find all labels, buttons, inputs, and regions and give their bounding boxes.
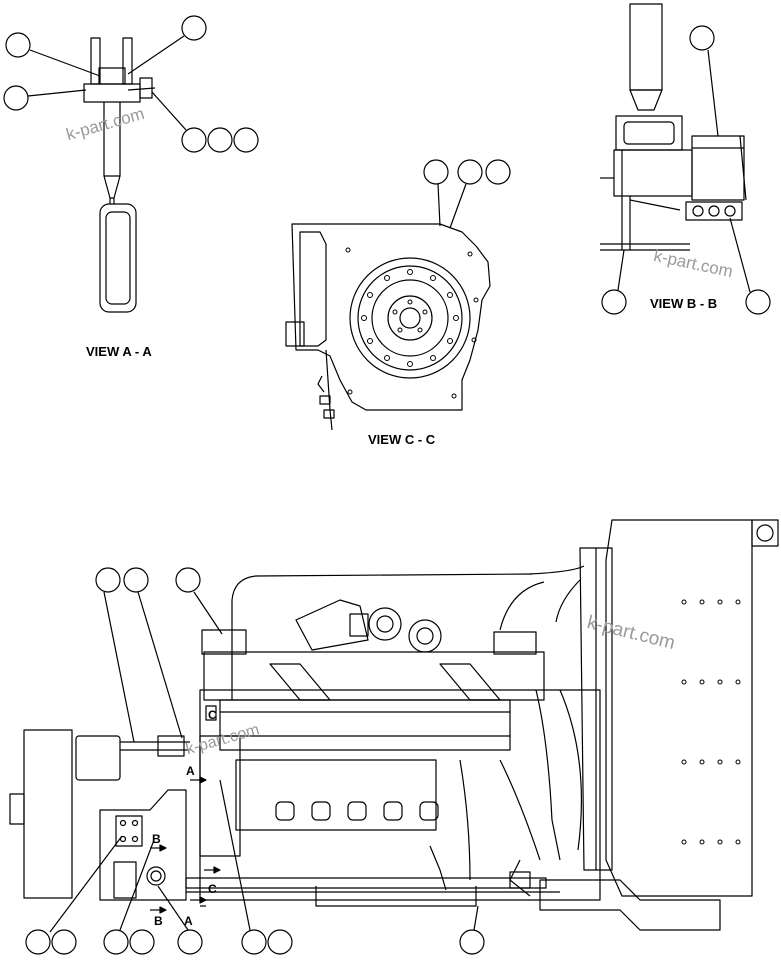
section-marker-c-top: C xyxy=(208,708,217,722)
callout-balloon xyxy=(177,929,203,955)
view-a-drawing xyxy=(3,15,259,313)
section-marker-c-bottom: C xyxy=(208,882,217,896)
callout-balloon xyxy=(457,159,483,185)
callout-balloon xyxy=(129,929,155,955)
view-c-caption: VIEW C - C xyxy=(368,432,436,447)
section-marker-a-bottom: A xyxy=(184,914,193,928)
view-b-caption: VIEW B - B xyxy=(650,296,718,311)
callout-balloon xyxy=(51,929,77,955)
view-c-drawing xyxy=(285,159,511,431)
callout-balloon xyxy=(689,25,715,51)
view-a-caption: VIEW A - A xyxy=(86,344,152,359)
callout-balloon xyxy=(123,567,149,593)
callout-balloon xyxy=(423,159,449,185)
section-marker-b-bottom: B xyxy=(154,914,163,928)
callout-balloon xyxy=(95,567,121,593)
callout-balloon xyxy=(745,289,771,315)
callout-balloon xyxy=(241,929,267,955)
callout-balloon xyxy=(207,127,233,153)
callout-balloon xyxy=(5,32,31,58)
section-marker-b-top: B xyxy=(152,832,161,846)
callout-balloon xyxy=(181,15,207,41)
callout-balloon xyxy=(103,929,129,955)
callout-balloon xyxy=(601,289,627,315)
callout-balloon xyxy=(233,127,259,153)
callout-balloon xyxy=(181,127,207,153)
callout-balloon xyxy=(267,929,293,955)
callout-balloon xyxy=(25,929,51,955)
engine-main-drawing xyxy=(9,519,779,955)
view-b-drawing xyxy=(600,3,771,315)
callout-balloon xyxy=(3,85,29,111)
callout-balloon xyxy=(459,929,485,955)
callout-balloon xyxy=(175,567,201,593)
section-marker-a-top: A xyxy=(186,764,195,778)
callout-balloon xyxy=(485,159,511,185)
